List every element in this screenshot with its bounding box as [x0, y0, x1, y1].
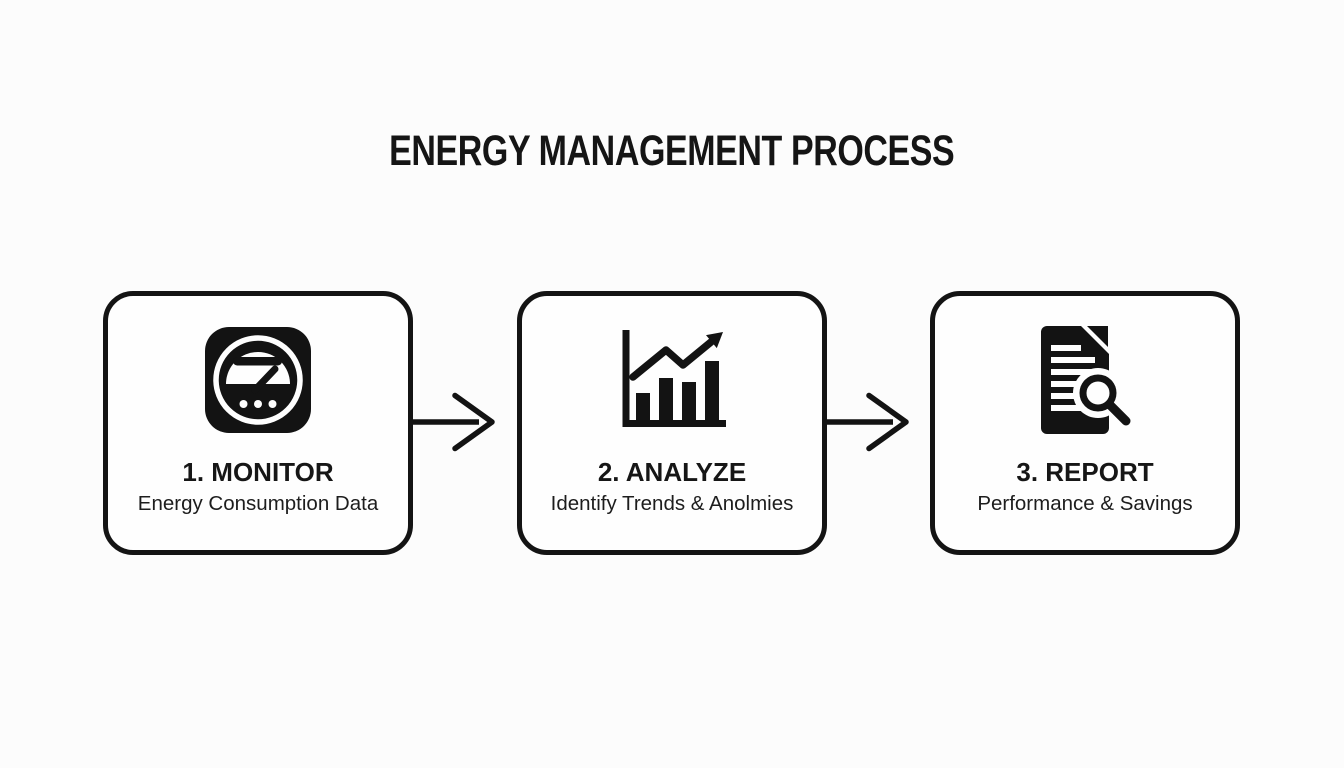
step-heading: 3. REPORT: [1016, 457, 1154, 487]
flow-arrow-right-icon: [827, 391, 931, 453]
step-heading: 1. MONITOR: [182, 457, 334, 487]
step-card-analyze: 2. ANALYZE Identify Trends & Anolmies: [517, 291, 827, 555]
page-title: ENERGY MANAGEMENT PROCESS: [0, 127, 1344, 176]
bar-chart-trend-icon: [619, 325, 726, 435]
flow-arrow-right-icon: [413, 391, 517, 453]
document-magnifier-icon: [1037, 325, 1133, 435]
gauge-meter-icon: [205, 325, 311, 435]
step-card-report: 3. REPORT Performance & Savings: [930, 291, 1240, 555]
step-description: Energy Consumption Data: [137, 491, 379, 515]
step-card-monitor: 1. MONITOR Energy Consumption Data: [103, 291, 413, 555]
page-title-text: ENERGY MANAGEMENT PROCESS: [389, 127, 955, 175]
step-description: Identify Trends & Anolmies: [550, 491, 794, 515]
step-description: Performance & Savings: [977, 491, 1193, 515]
step-heading: 2. ANALYZE: [597, 457, 747, 487]
